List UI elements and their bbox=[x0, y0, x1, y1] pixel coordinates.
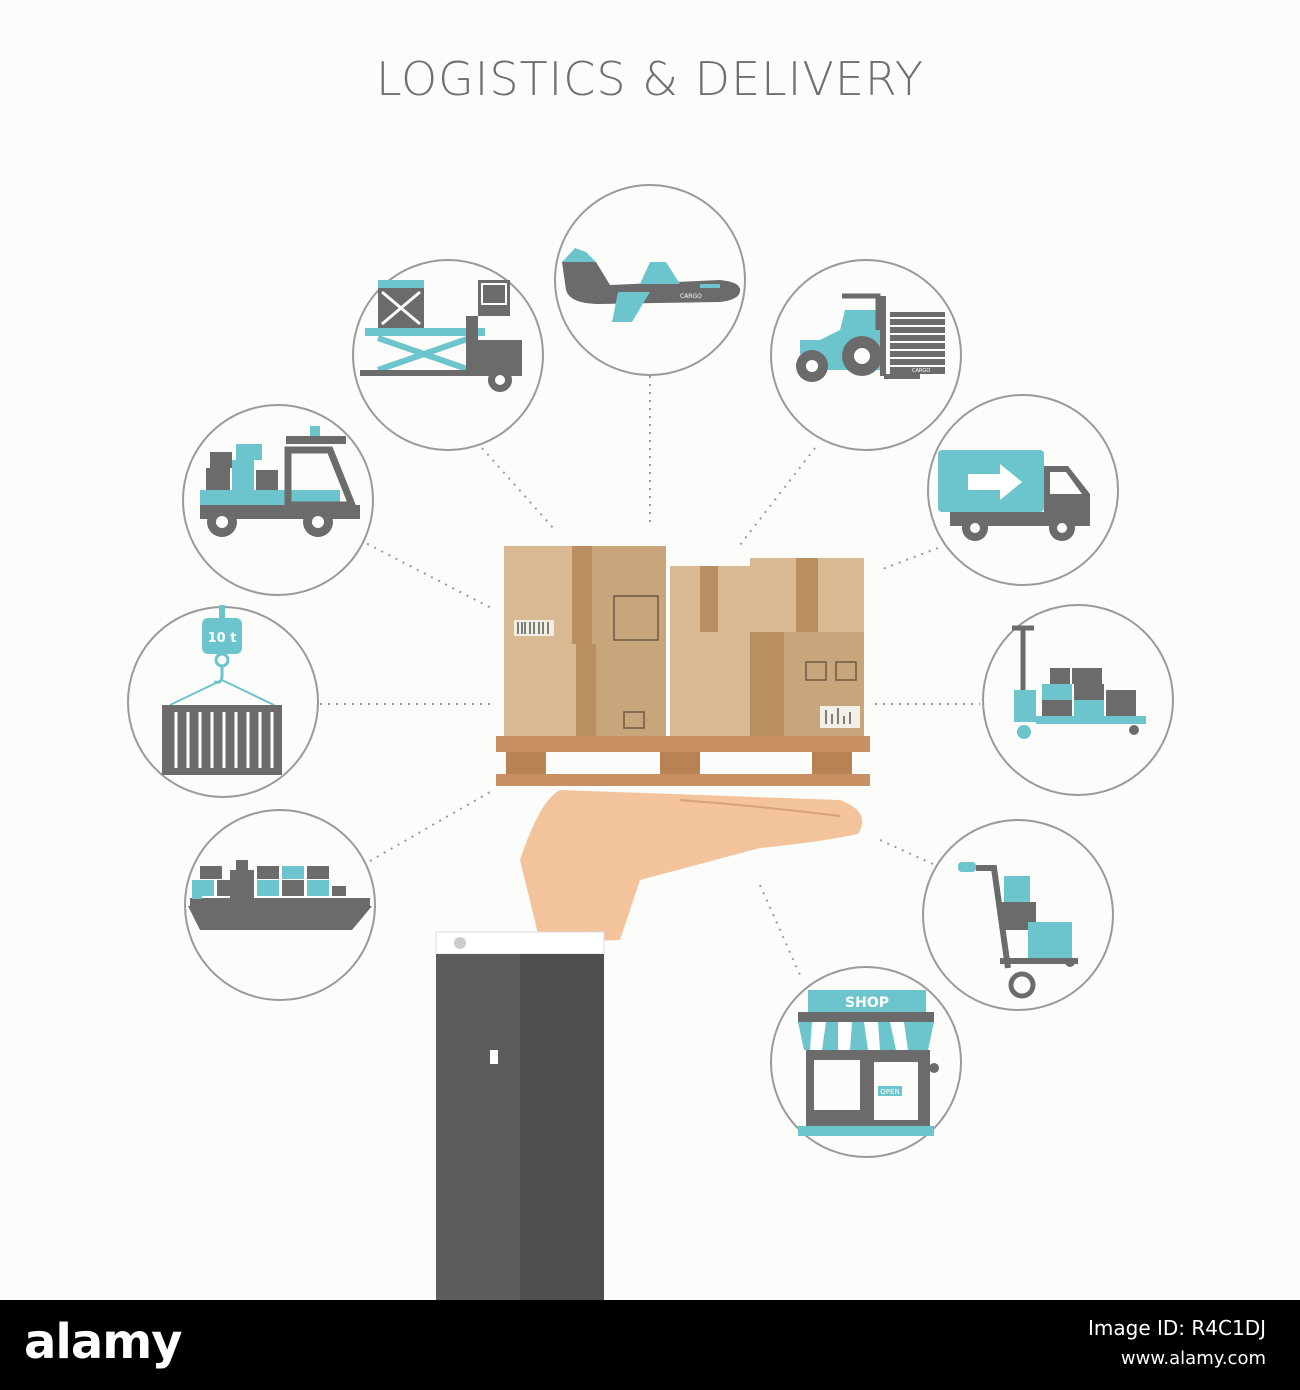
stock-footer-bar: alamy Image ID: R4C1DJ www.alamy.com bbox=[0, 1300, 1300, 1390]
delivery-truck-icon bbox=[938, 450, 1090, 541]
central-pallet-boxes bbox=[496, 546, 870, 786]
shop-sign-label: SHOP bbox=[845, 995, 889, 1011]
hand-illustration bbox=[435, 790, 863, 1300]
airplane-cargo-label: CARGO bbox=[680, 293, 702, 300]
site-url-text: www.alamy.com bbox=[1120, 1348, 1266, 1369]
crane-container-icon: 10 t bbox=[162, 605, 282, 775]
crane-weight-label: 10 t bbox=[208, 631, 237, 646]
illustration-canvas: 10 t bbox=[127, 184, 1174, 1300]
illustration: 10 t bbox=[127, 52, 1174, 1300]
brand-logo: alamy bbox=[24, 1314, 183, 1370]
connector-lines bbox=[320, 376, 980, 976]
barcode-label bbox=[514, 620, 554, 636]
forklift-icon: CARGO bbox=[796, 293, 945, 382]
cargo-loader-truck-icon bbox=[200, 426, 360, 537]
shop-icon: SHOP OPEN bbox=[798, 990, 939, 1136]
shop-open-sign: OPEN bbox=[880, 1088, 899, 1096]
hand-truck-icon bbox=[958, 862, 1078, 999]
cargo-airplane-icon: CARGO bbox=[562, 248, 741, 322]
cargo-ship-icon bbox=[188, 860, 372, 930]
forklift-crate-label: CARGO bbox=[912, 368, 930, 374]
pallet-jack-icon bbox=[1012, 625, 1146, 739]
page-title: LOGISTICS & DELIVERY bbox=[375, 52, 925, 106]
image-id-text: Image ID: R4C1DJ bbox=[1088, 1316, 1266, 1340]
scissor-lift-loader-icon bbox=[360, 280, 522, 392]
